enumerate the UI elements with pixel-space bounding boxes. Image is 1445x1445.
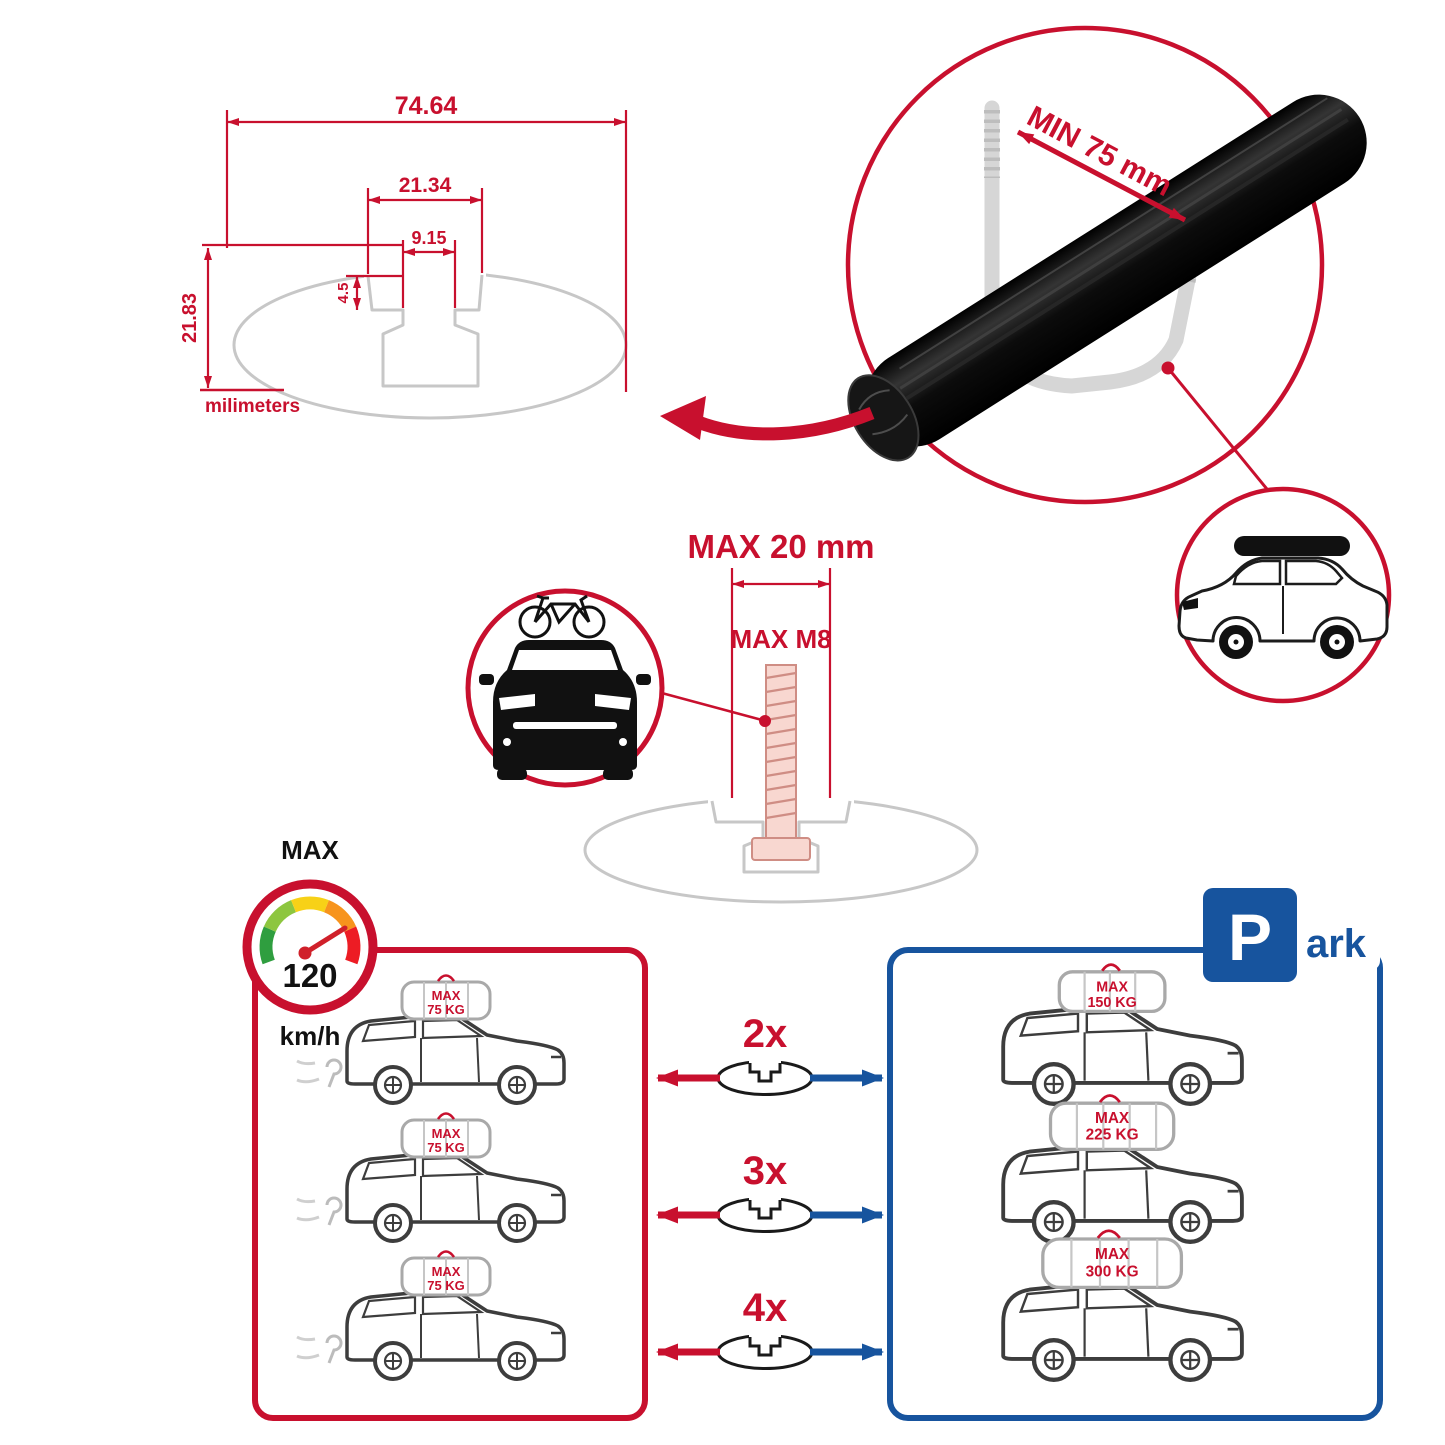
dim-channel-width: 21.34 (399, 174, 452, 197)
min-clearance-arrow (1016, 129, 1187, 223)
dim-total-height: 21.83 (179, 293, 201, 343)
bag-max-label: MAX (432, 1264, 461, 1279)
bag-max-label: MAX (1095, 1246, 1130, 1263)
parked-car-row-1: MAX 150 KG (1003, 963, 1242, 1104)
black-crossbar (847, 94, 1367, 462)
bag-weight-label: 75 KG (427, 1278, 465, 1293)
grille (513, 722, 617, 729)
bag-max-label: MAX (432, 988, 461, 1003)
connector-line-suv (1166, 367, 1282, 506)
max-thread-label: MAX M8 (730, 624, 831, 654)
bolt-dimension-diagram: MAX 20 mm MAX M8 (583, 528, 979, 904)
headlight-left (499, 694, 535, 710)
headlight (1182, 598, 1198, 610)
crossbar-xsection-icon (716, 1193, 814, 1233)
leader-line (657, 690, 763, 722)
right-mirror (636, 674, 651, 685)
bag-weight-label: 150 KG (1087, 995, 1136, 1011)
bar-end-cap (847, 374, 920, 462)
headlight-right (595, 694, 631, 710)
parked-car-row-3: MAX 300 KG (1003, 1229, 1242, 1380)
driving-car-row-3: MAX 75 KG (295, 1250, 566, 1381)
dim-slot-width: 9.15 (411, 228, 446, 248)
bolt-head (751, 837, 811, 861)
bag-max-label: MAX (432, 1126, 461, 1141)
parking-sign-ark: ark (1306, 922, 1367, 966)
driving-car-row-2: MAX 75 KG (295, 1112, 566, 1243)
gauge-needle-pivot (298, 946, 312, 960)
bag-weight-label: 225 KG (1086, 1127, 1139, 1144)
bar-count-row-2: 3x (743, 1149, 788, 1193)
bag-max-label: MAX (1096, 980, 1128, 996)
units-label: milimeters (205, 396, 300, 417)
leader-dot (759, 715, 771, 727)
dimension-lines (200, 110, 628, 392)
speed-max-label: MAX (281, 835, 339, 865)
crossbar-xsection-icon (716, 1056, 814, 1096)
max-depth-label: MAX 20 mm (687, 528, 874, 565)
parked-car-row-2: MAX 225 KG (1003, 1093, 1242, 1242)
suv-roofbox-badge (1174, 486, 1392, 704)
bike-rack-badge (465, 588, 665, 788)
bolt-threads (765, 671, 797, 820)
parking-sign-p: P (1228, 900, 1272, 974)
parking-sign: P ark (1203, 888, 1380, 982)
dim-step-depth: 4.5 (335, 283, 352, 304)
bag-weight-label: 75 KG (427, 1002, 465, 1017)
speed-value: 120 (282, 957, 337, 994)
parking-sign-square (1203, 888, 1297, 982)
crossbar-profile-dimension-diagram: 74.64 21.34 9.15 4.5 21.83 milimeters (179, 92, 628, 420)
bag-weight-label: 75 KG (427, 1140, 465, 1155)
gauge-needle (302, 925, 348, 956)
bar-count-row-3: 4x (743, 1286, 788, 1330)
m8-bolt-illustration (751, 664, 811, 861)
pointer-arrow-to-profile (660, 396, 875, 441)
suv-with-roofbox-illustration (1177, 536, 1389, 659)
driving-car-row-1: MAX 75 KG (295, 974, 566, 1105)
bag-weight-label: 300 KG (1086, 1263, 1139, 1280)
roof-box (1234, 536, 1350, 556)
dim-total-width: 74.64 (395, 92, 458, 120)
speed-unit: km/h (280, 1021, 341, 1051)
crossbar-detail-zoom: MIN 75 mm (660, 25, 1367, 506)
windshield (512, 650, 618, 670)
max-speed-gauge: MAX 120 km/h (242, 835, 378, 1051)
crossbar-xsection-icon (716, 1330, 814, 1370)
t-slot-channel (366, 274, 484, 388)
bicycle-icon (518, 594, 606, 639)
bag-max-label: MAX (1095, 1110, 1130, 1127)
car-front-icon (479, 640, 651, 780)
load-capacity-comparison: P ark MAX 75 KG MAX 75 KG MAX 75 KG (252, 888, 1383, 1421)
left-mirror (479, 674, 494, 685)
bar-count-row-1: 2x (743, 1012, 788, 1056)
gauge-arc-segments (259, 896, 361, 965)
